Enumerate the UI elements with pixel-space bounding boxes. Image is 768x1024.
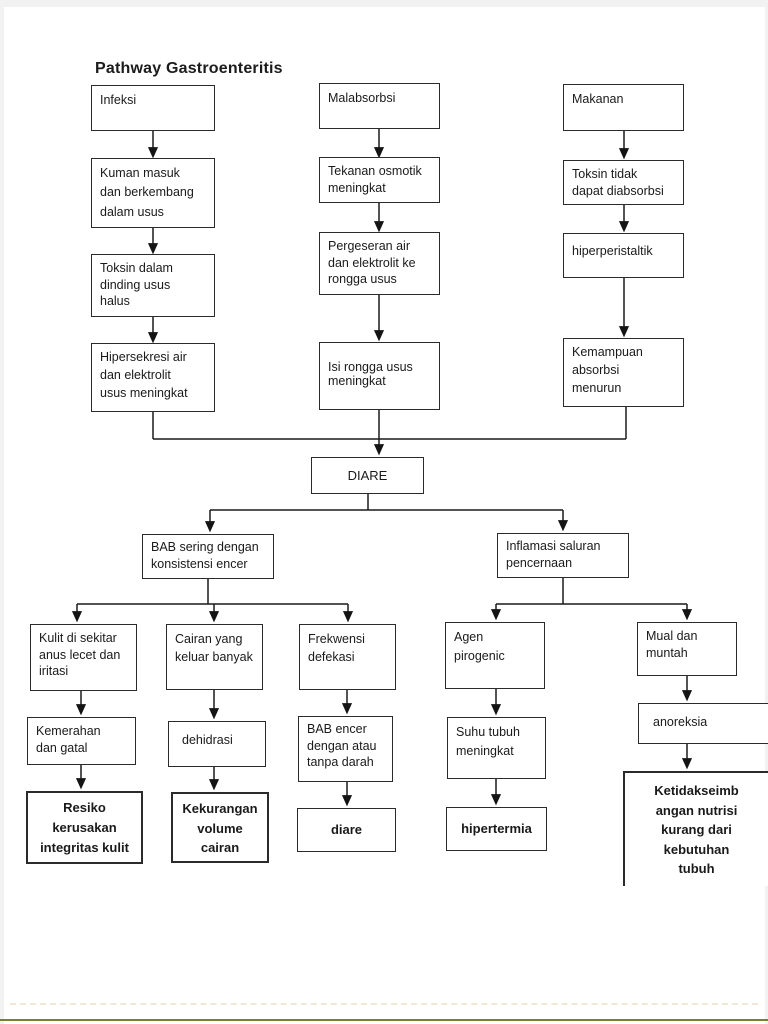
node-malabsorbsi: Malabsorbsi <box>319 83 440 129</box>
node-kulit-sekitar-anus: Kulit di sekitar anus lecet dan iritasi <box>30 624 137 691</box>
node-hiperperistaltik: hiperperistaltik <box>563 233 684 278</box>
node-infeksi: Infeksi <box>91 85 215 131</box>
page-title: Pathway Gastroenteritis <box>95 60 283 77</box>
node-agen-pirogenic: Agen pirogenic <box>445 622 545 689</box>
node-kemerahan-gatal: Kemerahan dan gatal <box>27 717 136 765</box>
node-ketidakseimbangan-nutrisi: Ketidakseimb angan nutrisi kurang dari k… <box>623 771 768 886</box>
node-pergeseran-air: Pergeseran air dan elektrolit ke rongga … <box>319 232 440 295</box>
node-toksin-dalam-dinding: Toksin dalam dinding usus halus <box>91 254 215 317</box>
node-hipersekresi: Hipersekresi air dan elektrolit usus men… <box>91 343 215 412</box>
node-anoreksia: anoreksia <box>638 703 768 744</box>
node-kuman-masuk: Kuman masuk dan berkembang dalam usus <box>91 158 215 228</box>
node-makanan: Makanan <box>563 84 684 131</box>
node-resiko-kerusakan-integritas-kulit: Resiko kerusakan integritas kulit <box>26 791 143 864</box>
node-mual-muntah: Mual dan muntah <box>637 622 737 676</box>
page-bottom-bar <box>0 1019 768 1021</box>
node-toksin-tidak-diabsorbsi: Toksin tidak dapat diabsorbsi <box>563 160 684 205</box>
node-cairan-keluar: Cairan yang keluar banyak <box>166 624 263 690</box>
document-page: Pathway Gastroenteritis Infeksi Kuman ma… <box>4 7 768 1024</box>
node-kekurangan-volume-cairan: Kekurangan volume cairan <box>171 792 269 863</box>
node-tekanan-osmotik: Tekanan osmotik meningkat <box>319 157 440 203</box>
node-isi-rongga-usus: Isi rongga usus meningkat <box>319 342 440 410</box>
dashed-separator <box>10 1003 758 1005</box>
node-dehidrasi: dehidrasi <box>168 721 266 767</box>
node-hipertermia: hipertermia <box>446 807 547 851</box>
node-frekwensi-defekasi: Frekwensi defekasi <box>299 624 396 690</box>
node-diare: DIARE <box>311 457 424 494</box>
node-kemampuan-absorbsi: Kemampuan absorbsi menurun <box>563 338 684 407</box>
node-bab-sering: BAB sering dengan konsistensi encer <box>142 534 274 579</box>
node-suhu-tubuh: Suhu tubuh meningkat <box>447 717 546 779</box>
node-inflamasi-saluran: Inflamasi saluran pencernaan <box>497 533 629 578</box>
node-diare-diagnosis: diare <box>297 808 396 852</box>
node-bab-encer: BAB encer dengan atau tanpa darah <box>298 716 393 782</box>
